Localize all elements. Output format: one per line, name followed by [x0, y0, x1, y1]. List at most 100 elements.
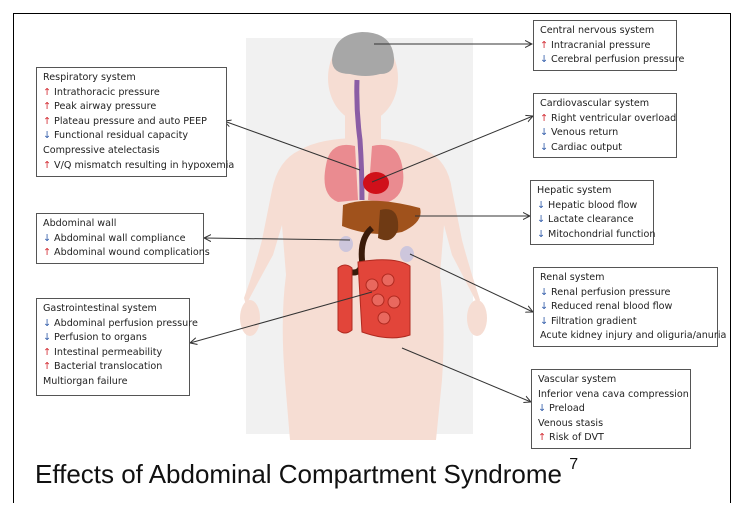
effect-text: Intestinal permeability	[54, 347, 162, 358]
abdominal-wall-box: Abdominal wall↓Abdominal wall compliance…	[36, 213, 204, 264]
decrease-arrow-icon: ↓	[43, 233, 51, 244]
increase-arrow-icon: ↑	[43, 361, 51, 372]
caption-reference: 7	[569, 456, 578, 473]
effect-item: ↓Perfusion to organs	[43, 331, 184, 346]
effect-item: ↓Venous return	[540, 126, 671, 141]
effect-item: ↓Filtration gradient	[540, 315, 712, 330]
caption-title: Effects of Abdominal Compartment Syndrom…	[35, 459, 562, 489]
effect-item: ↑Bacterial translocation	[43, 360, 184, 375]
decrease-arrow-icon: ↓	[538, 403, 546, 414]
box-title: Gastrointestinal system	[43, 302, 184, 317]
effect-text: Intracranial pressure	[551, 40, 650, 51]
effect-text: Cardiac output	[551, 142, 622, 153]
decrease-arrow-icon: ↓	[540, 127, 548, 138]
effect-item: ↑Abdominal wound complications	[43, 246, 198, 261]
effect-item: ↓Lactate clearance	[537, 213, 648, 228]
effect-item: ↑Risk of DVT	[538, 431, 685, 446]
effect-text: Abdominal perfusion pressure	[54, 318, 198, 329]
effect-item: ↓Cardiac output	[540, 141, 671, 156]
effect-text: Right ventricular overload	[551, 113, 676, 124]
effect-item: Multiorgan failure	[43, 375, 184, 390]
decrease-arrow-icon: ↓	[537, 200, 545, 211]
increase-arrow-icon: ↑	[43, 347, 51, 358]
effect-item: ↑V/Q mismatch resulting in hypoxemia	[43, 159, 221, 174]
effect-text: Peak airway pressure	[54, 101, 156, 112]
increase-arrow-icon: ↑	[43, 247, 51, 258]
effect-text: Renal perfusion pressure	[551, 287, 670, 298]
effect-text: Risk of DVT	[549, 432, 604, 443]
effect-text: Compressive atelectasis	[43, 145, 160, 156]
decrease-arrow-icon: ↓	[540, 316, 548, 327]
decrease-arrow-icon: ↓	[540, 54, 548, 65]
decrease-arrow-icon: ↓	[540, 287, 548, 298]
effect-text: Hepatic blood flow	[548, 200, 637, 211]
box-title: Cardiovascular system	[540, 97, 671, 112]
increase-arrow-icon: ↑	[538, 432, 546, 443]
box-title: Renal system	[540, 271, 712, 286]
effect-item: ↑Right ventricular overload	[540, 112, 671, 127]
effect-text: Preload	[549, 403, 585, 414]
effect-text: Multiorgan failure	[43, 376, 128, 387]
figure-caption: Effects of Abdominal Compartment Syndrom…	[35, 459, 578, 490]
increase-arrow-icon: ↑	[43, 160, 51, 171]
effect-item: Compressive atelectasis	[43, 144, 221, 159]
increase-arrow-icon: ↑	[540, 113, 548, 124]
effect-item: ↓Functional residual capacity	[43, 129, 221, 144]
effect-text: Reduced renal blood flow	[551, 301, 672, 312]
effect-text: Venous stasis	[538, 418, 603, 429]
decrease-arrow-icon: ↓	[537, 214, 545, 225]
effect-text: Acute kidney injury and oliguria/anuria	[540, 330, 726, 341]
effect-text: V/Q mismatch resulting in hypoxemia	[54, 160, 234, 171]
decrease-arrow-icon: ↓	[537, 229, 545, 240]
effect-item: ↑Plateau pressure and auto PEEP	[43, 115, 221, 130]
effect-item: ↓Abdominal perfusion pressure	[43, 317, 184, 332]
box-title: Vascular system	[538, 373, 685, 388]
effect-item: ↓Hepatic blood flow	[537, 199, 648, 214]
effect-item: ↑Peak airway pressure	[43, 100, 221, 115]
effect-item: Inferior vena cava compression	[538, 388, 685, 403]
effect-item: ↓Preload	[538, 402, 685, 417]
heart	[363, 172, 389, 194]
effect-text: Bacterial translocation	[54, 361, 162, 372]
effect-text: Functional residual capacity	[54, 130, 188, 141]
effect-item: ↑Intracranial pressure	[540, 39, 671, 54]
effect-item: Venous stasis	[538, 417, 685, 432]
box-title: Central nervous system	[540, 24, 671, 39]
kidney-left	[339, 236, 353, 252]
cardiovascular-system-box: Cardiovascular system↑Right ventricular …	[533, 93, 677, 158]
effect-item: ↑Intestinal permeability	[43, 346, 184, 361]
respiratory-system-box: Respiratory system↑Intrathoracic pressur…	[36, 67, 227, 177]
effect-text: Inferior vena cava compression	[538, 389, 689, 400]
effect-text: Abdominal wall compliance	[54, 233, 185, 244]
decrease-arrow-icon: ↓	[540, 142, 548, 153]
hepatic-system-box: Hepatic system↓Hepatic blood flow↓Lactat…	[530, 180, 654, 245]
effect-text: Venous return	[551, 127, 618, 138]
box-title: Hepatic system	[537, 184, 648, 199]
effect-item: ↓Reduced renal blood flow	[540, 300, 712, 315]
increase-arrow-icon: ↑	[43, 101, 51, 112]
decrease-arrow-icon: ↓	[43, 332, 51, 343]
effect-text: Mitochondrial function	[548, 229, 655, 240]
decrease-arrow-icon: ↓	[43, 130, 51, 141]
effect-text: Filtration gradient	[551, 316, 637, 327]
increase-arrow-icon: ↑	[43, 87, 51, 98]
box-title: Respiratory system	[43, 71, 221, 86]
effect-item: Acute kidney injury and oliguria/anuria	[540, 329, 712, 344]
effect-item: ↓Renal perfusion pressure	[540, 286, 712, 301]
renal-system-box: Renal system↓Renal perfusion pressure↓Re…	[533, 267, 718, 347]
increase-arrow-icon: ↑	[540, 40, 548, 51]
effect-item: ↓Cerebral perfusion pressure	[540, 53, 671, 68]
increase-arrow-icon: ↑	[43, 116, 51, 127]
effect-text: Intrathoracic pressure	[54, 87, 160, 98]
effect-text: Plateau pressure and auto PEEP	[54, 116, 207, 127]
gastrointestinal-system-box: Gastrointestinal system↓Abdominal perfus…	[36, 298, 190, 396]
decrease-arrow-icon: ↓	[540, 301, 548, 312]
effect-text: Perfusion to organs	[54, 332, 147, 343]
decrease-arrow-icon: ↓	[43, 318, 51, 329]
box-title: Abdominal wall	[43, 217, 198, 232]
effect-item: ↓Abdominal wall compliance	[43, 232, 198, 247]
central-nervous-system-box: Central nervous system↑Intracranial pres…	[533, 20, 677, 71]
effect-text: Lactate clearance	[548, 214, 634, 225]
effect-text: Cerebral perfusion pressure	[551, 54, 684, 65]
